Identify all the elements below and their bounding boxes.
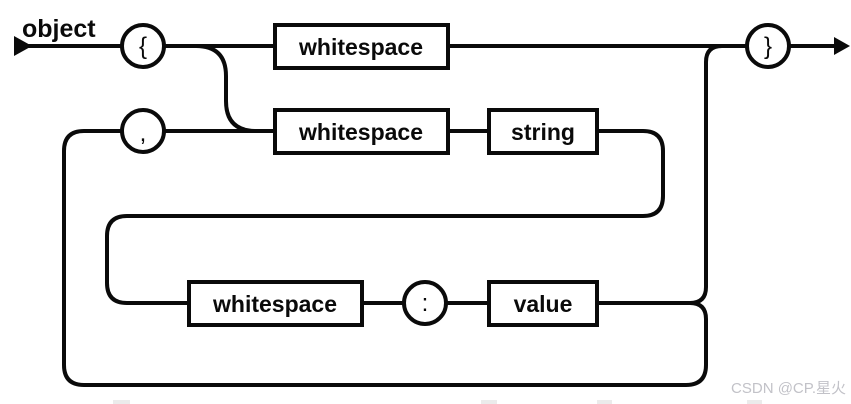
csdn-watermark: CSDN @CP.星火 bbox=[731, 380, 846, 397]
row2-string-box bbox=[487, 108, 599, 155]
comma-terminal bbox=[120, 108, 166, 154]
close-brace-terminal bbox=[745, 23, 791, 69]
close-brace-glyph: } bbox=[764, 33, 772, 60]
open-brace-terminal bbox=[120, 23, 166, 69]
comma-glyph: , bbox=[140, 120, 147, 147]
junction-up-to-close-brace bbox=[689, 44, 723, 305]
entry-arrow-icon bbox=[14, 36, 32, 56]
colon-glyph: : bbox=[422, 290, 429, 317]
row2-string-label: string bbox=[511, 119, 575, 145]
terminal-nodes bbox=[120, 23, 791, 326]
row2-whitespace-box bbox=[273, 108, 450, 155]
row4-value-box bbox=[487, 280, 599, 327]
row4-whitespace-label: whitespace bbox=[212, 291, 337, 317]
cropped-next-diagram-fragments bbox=[113, 400, 762, 404]
nonterminal-nodes bbox=[187, 23, 599, 327]
loop-string-down-to-row4 bbox=[105, 129, 665, 305]
track-lines bbox=[14, 44, 836, 387]
colon-terminal bbox=[402, 280, 448, 326]
exit-arrow-icon bbox=[834, 37, 850, 55]
open-brace-glyph: { bbox=[139, 33, 147, 60]
row1-whitespace-label: whitespace bbox=[298, 34, 423, 60]
row1-whitespace-box bbox=[273, 23, 450, 70]
branch-open-to-row2 bbox=[195, 44, 277, 133]
row2-whitespace-label: whitespace bbox=[298, 119, 423, 145]
loop-down-and-back-to-comma bbox=[62, 129, 708, 387]
row4-whitespace-box bbox=[187, 280, 364, 327]
rule-name-label: object bbox=[22, 15, 96, 43]
row4-value-label: value bbox=[514, 291, 573, 317]
